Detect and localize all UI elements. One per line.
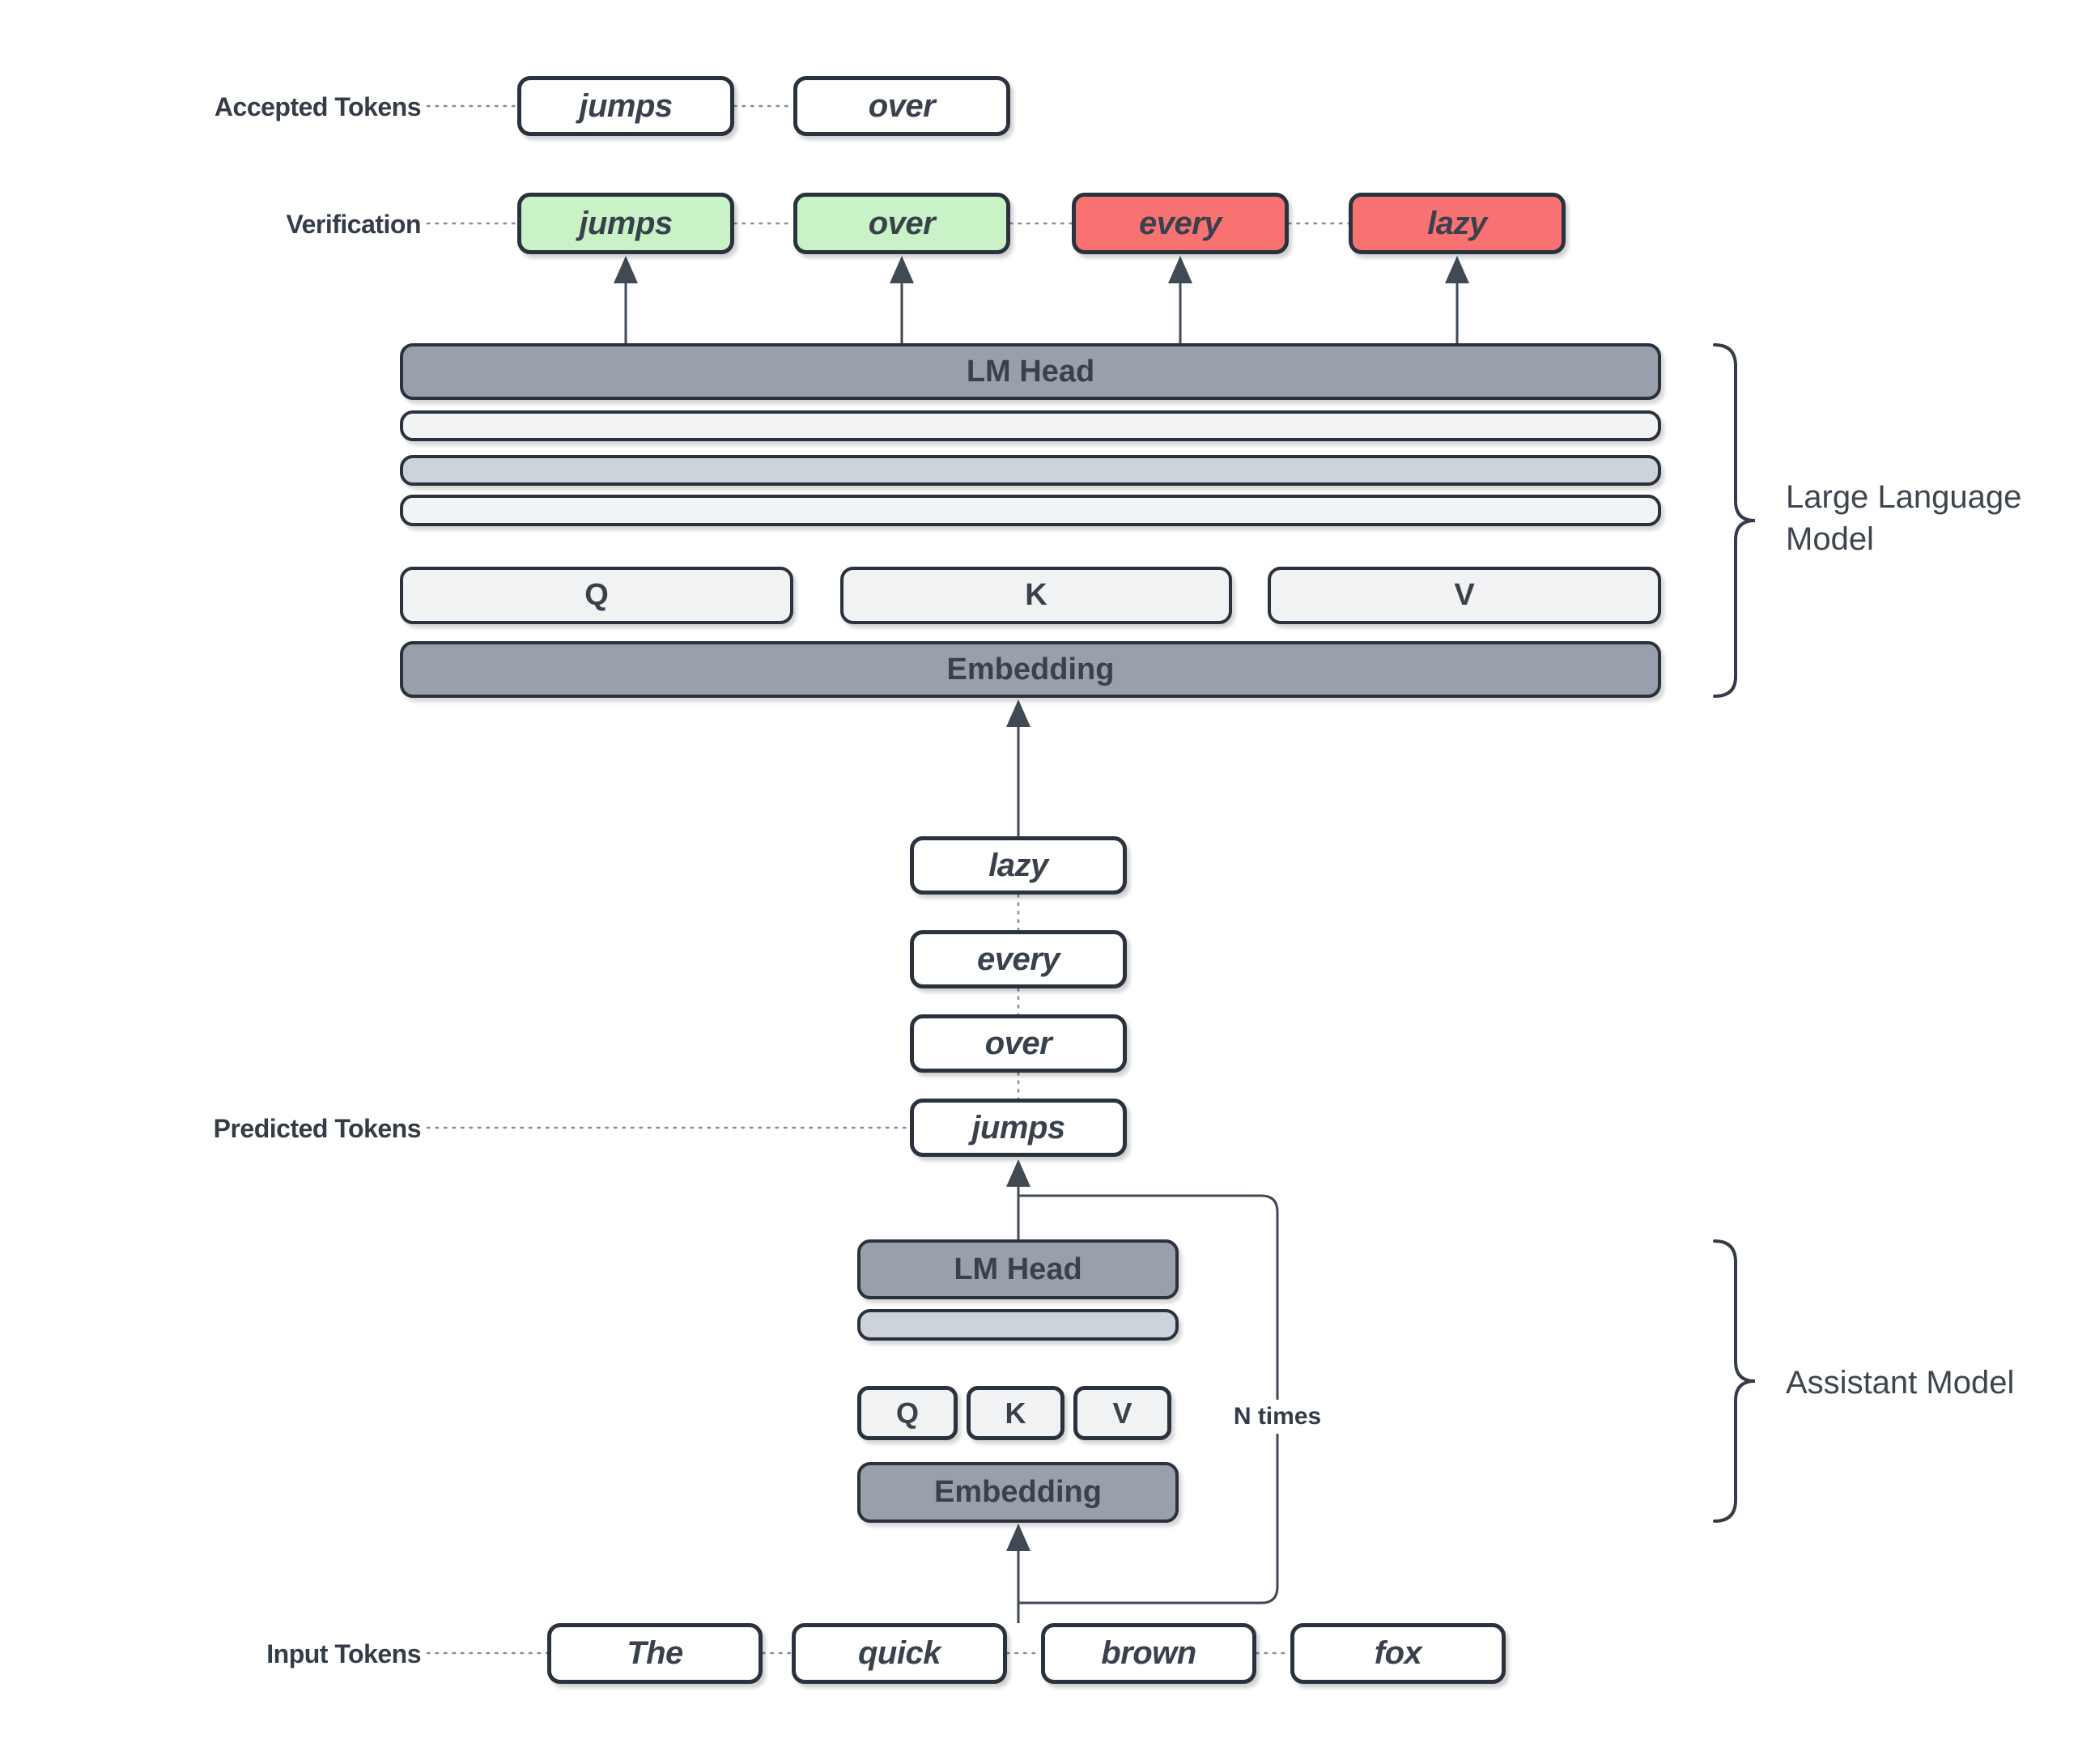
assistant-brace-label: Assistant Model [1786,1365,2015,1401]
arrow-head-to-assistant-embedding [1006,1524,1031,1551]
predicted-tokens-label: Predicted Tokens [213,1114,422,1143]
assistant-v-box: V [1073,1386,1171,1440]
assistant-k-box: K [967,1386,1064,1440]
arrow-assistant-to-predicted [1006,1159,1031,1239]
llm-v-box: V [1268,567,1661,624]
input-tokens-label: Input Tokens [266,1639,421,1668]
input-token-brown: brown [1041,1623,1256,1684]
assistant-q-box: Q [857,1386,958,1440]
arrow-head-jumps [614,256,638,283]
input-token-quick: quick [792,1623,1007,1684]
predicted-token-jumps: jumps [910,1099,1127,1157]
n-times-label: N times [1225,1400,1330,1434]
verification-token-lazy-rejected: lazy [1349,193,1566,254]
llm-layer-bar-1 [400,410,1661,441]
llm-layer-bar-2 [400,455,1661,486]
predicted-token-over: over [910,1014,1127,1073]
verification-label: Verification [286,210,422,239]
predicted-token-lazy: lazy [910,836,1127,895]
llm-brace-label: Large Language Model [1786,479,2022,557]
verification-token-every-rejected: every [1072,193,1289,254]
verification-token-jumps-accepted: jumps [517,193,734,254]
accepted-token-jumps: jumps [517,76,734,136]
llm-k-box: K [840,567,1232,624]
arrow-head-lazy [1445,256,1469,283]
llm-brace [1713,343,1756,698]
llm-lm-head-bar: LM Head [400,343,1661,400]
arrow-head-to-llm-embedding [1006,699,1031,727]
arrow-input-to-assistant [1006,1524,1031,1623]
arrow-head-to-jumps [1006,1159,1031,1187]
predicted-token-every: every [910,930,1127,988]
accepted-tokens-label: Accepted Tokens [214,92,422,121]
arrow-head-every [1168,256,1192,283]
assistant-lm-head-bar: LM Head [857,1239,1179,1299]
llm-embedding-bar: Embedding [400,641,1661,698]
arrow-head-over [890,256,914,283]
llm-layer-bar-3 [400,495,1661,526]
input-token-the: The [547,1623,763,1684]
arrow-predicted-to-llm [1006,699,1031,836]
verification-arrows [614,256,1469,343]
verification-token-over-accepted: over [793,193,1010,254]
llm-q-box: Q [400,567,793,624]
accepted-token-over: over [793,76,1010,136]
assistant-brace [1713,1239,1756,1523]
assistant-embedding-bar: Embedding [857,1462,1179,1523]
input-token-fox: fox [1290,1623,1506,1684]
assistant-layer-bar [857,1309,1179,1341]
